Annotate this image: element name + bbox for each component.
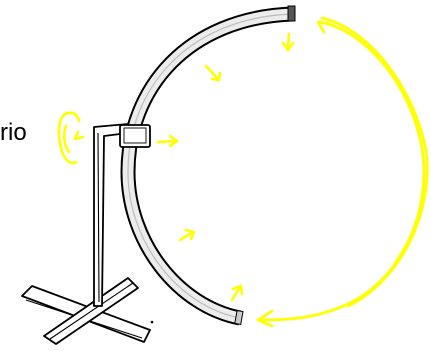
- stand-base-dot: [151, 321, 154, 324]
- circular-flow-arrow-icon: [258, 18, 427, 326]
- circular-rotation-arrow-icon: [59, 113, 83, 163]
- tube-top-end: [288, 6, 295, 21]
- flow-arrow-3: [158, 136, 177, 146]
- flow-arrow-2: [206, 66, 220, 80]
- flow-arrow-1: [283, 34, 293, 50]
- meridian-tube: [128, 14, 292, 318]
- tube-clamp: [120, 125, 150, 147]
- flow-arrow-5: [232, 286, 242, 300]
- rio-label: rio: [0, 119, 27, 146]
- yellow-flow-arrow-icon: [158, 34, 293, 300]
- cross-stand-icon: [22, 278, 153, 344]
- flow-arrow-4: [180, 230, 194, 240]
